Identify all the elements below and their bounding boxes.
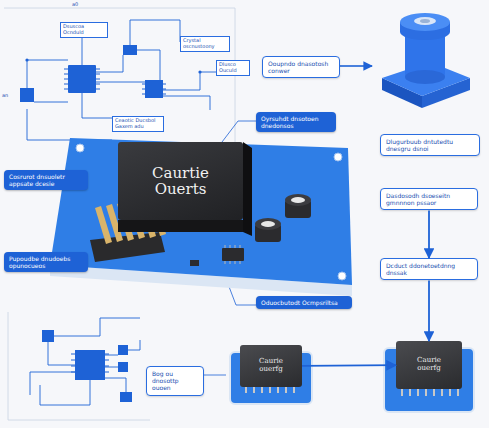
callout-box: Oduocbutodt Ocmpsriltsa	[256, 296, 352, 309]
leader-line	[222, 121, 256, 142]
ic-pins	[64, 69, 100, 89]
ic-symbol	[118, 362, 128, 372]
node-text: Bog ou dnosottp ouoen	[152, 370, 198, 392]
process-box: Dasdosodh dsoeseitn gmnnnon pssaor	[380, 188, 478, 210]
smd-part	[190, 260, 199, 266]
schematic-frame	[8, 312, 150, 420]
cylinder-bottom	[405, 70, 445, 84]
pcb-board	[50, 138, 352, 296]
callout-box: Dlugurbuub dntutedtu dnesgru dsnoi	[380, 134, 480, 156]
flow-arrow	[340, 65, 372, 67]
chip-pins	[246, 387, 294, 393]
schematic-label: Dsuscoa Ocnduld	[60, 22, 108, 38]
node-text: Dlusco Ouculd	[219, 62, 247, 74]
cap-center	[420, 19, 430, 23]
flow-arrow	[428, 280, 430, 341]
node-text: Pupoudbe dnudoebs opunocueos	[9, 255, 83, 269]
chip-side	[118, 220, 243, 232]
node-text: Dasdosodh dsoeseitn gmnnnon pssaor	[386, 192, 472, 206]
node-text: Dlugurbuub dntutedtu dnesgru dsnoi	[386, 138, 474, 152]
ic-pins	[142, 84, 166, 94]
node-text: Caurtie Ouerts	[140, 165, 221, 198]
schematic-frame	[4, 8, 235, 150]
callout-box: Ooupndo dnasotosh conwer	[262, 56, 340, 78]
blue-component	[382, 13, 470, 108]
node-text: Ooupndo dnasotosh conwer	[268, 60, 334, 74]
pin-label: an	[2, 92, 8, 98]
schematic-wire	[30, 318, 140, 405]
node-text: Oduocbutodt Ocmpsriltsa	[261, 299, 347, 306]
board-top	[50, 138, 352, 285]
schematic-label: Crystal oscnustoony	[180, 36, 230, 52]
callout-box: Oyrsuhdt dnsotoen dnedonsos	[256, 112, 336, 132]
junction-dot	[198, 70, 201, 73]
ic-symbol	[20, 88, 34, 102]
ic-symbol	[118, 345, 128, 355]
node-text: Crystal oscnustoony	[183, 38, 227, 50]
node-text: Cosrurot dnsuoletr appsate dcesie	[9, 173, 83, 187]
chip-pins	[402, 389, 458, 396]
pin-label: a0	[72, 1, 78, 7]
small-ic	[222, 248, 244, 261]
callout-box: Cosrurot dnsuoletr appsate dcesie	[4, 170, 88, 190]
ic-pins	[71, 354, 109, 372]
schematic-top	[4, 8, 235, 150]
ic-symbol	[123, 45, 137, 55]
node-text: Ceaotic Ducsbol Gaxem adu	[115, 118, 161, 130]
leader-line	[204, 375, 226, 376]
mount-hole	[76, 144, 84, 152]
node-text: Dcduct ddonetoetdnng dnssak	[386, 262, 472, 276]
process-box: Dcduct ddonetoetdnng dnssak	[380, 258, 478, 280]
ic-symbol	[42, 330, 54, 342]
chip-side	[243, 142, 252, 236]
flow-arrow	[428, 210, 430, 258]
schematic-label: Ceaotic Ducsbol Gaxem adu	[112, 116, 164, 132]
ic-symbol	[75, 350, 105, 380]
ic-symbol	[68, 65, 96, 93]
node-text: Dsuscoa Ocnduld	[63, 24, 105, 36]
chip-package: Caurie ouerfg	[240, 345, 302, 387]
flow-arrow	[302, 364, 396, 366]
cap-top	[400, 13, 450, 31]
cap-ring	[414, 17, 436, 25]
inductor-core	[291, 197, 305, 203]
inductor-top	[285, 194, 311, 206]
node-text: Caurie ouerfg	[406, 357, 452, 372]
node-text: Caurie ouerfg	[250, 358, 292, 373]
main-chip: Caurtie Ouerts	[118, 142, 243, 220]
ic-symbol	[145, 80, 163, 98]
mount-hole	[338, 272, 346, 280]
callout-box: Bog ou dnosottp ouoen	[146, 366, 204, 396]
node-text: Oyrsuhdt dnsotoen dnedonsos	[261, 115, 331, 129]
schematic-bottom	[8, 312, 150, 420]
junction-dot	[25, 58, 28, 61]
inductor-core	[261, 221, 275, 227]
inductor-top	[255, 218, 281, 230]
schematic-label: Dlusco Ouculd	[216, 60, 250, 76]
chip-package: Caurie ouerfg	[396, 341, 462, 389]
ic-pins	[225, 245, 240, 264]
ic-symbol	[120, 392, 132, 402]
callout-box: Pupoudbe dnudoebs opunocueos	[4, 252, 88, 272]
mount-hole	[334, 153, 342, 161]
